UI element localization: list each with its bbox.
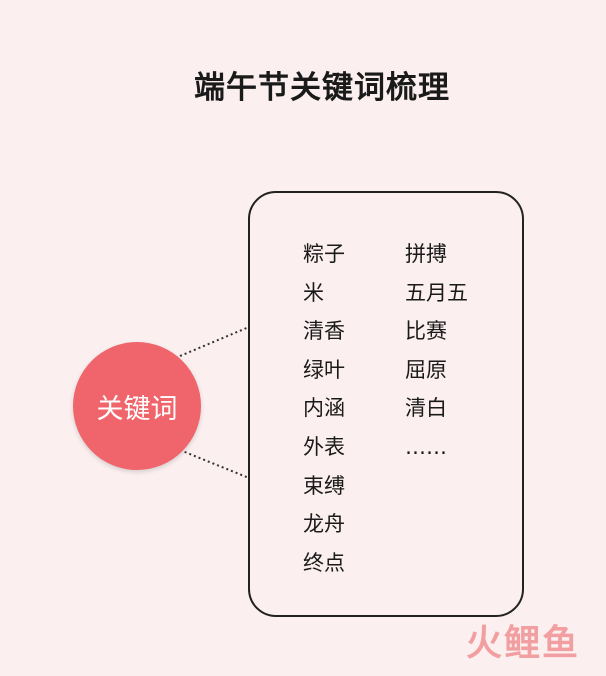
keyword-item: 清香 bbox=[303, 319, 345, 344]
keyword-item: 外表 bbox=[303, 434, 345, 459]
keyword-item: 清白 bbox=[405, 396, 447, 421]
keyword-item: 屈原 bbox=[405, 357, 447, 382]
keyword-item: 束缚 bbox=[303, 473, 345, 498]
connector-line-bottom bbox=[179, 449, 250, 479]
keyword-item: 粽子 bbox=[303, 242, 345, 266]
center-node-label: 关键词 bbox=[96, 393, 178, 425]
keyword-item: 终点 bbox=[303, 550, 345, 575]
keyword-item: …… bbox=[405, 434, 447, 459]
keyword-item: 米 bbox=[303, 280, 324, 305]
keyword-column-right: 拼搏 五月五 比赛 屈原 清白 …… bbox=[405, 235, 468, 467]
keyword-item: 龙舟 bbox=[303, 512, 345, 537]
keyword-item: 比赛 bbox=[405, 319, 447, 344]
keyword-item: 绿叶 bbox=[303, 357, 345, 382]
keyword-item: 五月五 bbox=[405, 280, 468, 305]
page-title: 端午节关键词梳理 bbox=[194, 70, 450, 106]
keyword-list-box bbox=[248, 191, 524, 617]
keyword-item: 内涵 bbox=[303, 396, 345, 421]
keyword-column-left: 粽子 米 清香 绿叶 内涵 外表 束缚 龙舟 终点 bbox=[303, 235, 345, 582]
keyword-item: 拼搏 bbox=[405, 242, 447, 266]
watermark-logo: 火鲤鱼 bbox=[465, 623, 580, 664]
connector-line-top bbox=[179, 326, 250, 357]
keyword-center-node: 关键词 bbox=[73, 342, 201, 470]
